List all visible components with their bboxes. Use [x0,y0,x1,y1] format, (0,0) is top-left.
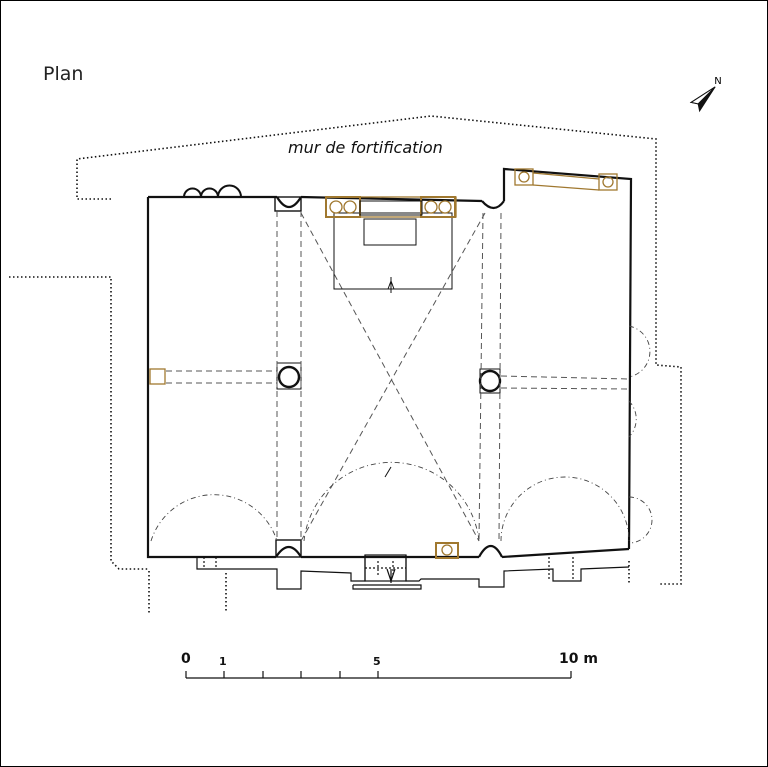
scale-label-0: 0 [181,651,191,667]
wall-niches [183,184,242,198]
fortification-wall-label: mur de fortification [288,138,443,157]
scale-label-5: 5 [373,655,381,668]
door-arcs [150,325,653,544]
fortification-wall [9,115,682,613]
scale-label-1: 1 [219,655,227,668]
altar-platform [333,212,453,478]
building-walls [146,167,633,559]
furniture [149,168,618,559]
lower-masonry [196,554,630,590]
plan-title: Plan [43,63,84,85]
vault-lines [166,211,630,542]
pillars [274,196,502,558]
scale-bar [185,671,572,679]
north-arrow-icon: N [689,76,722,113]
north-label: N [714,76,721,87]
scale-label-10m: 10 m [559,651,598,667]
